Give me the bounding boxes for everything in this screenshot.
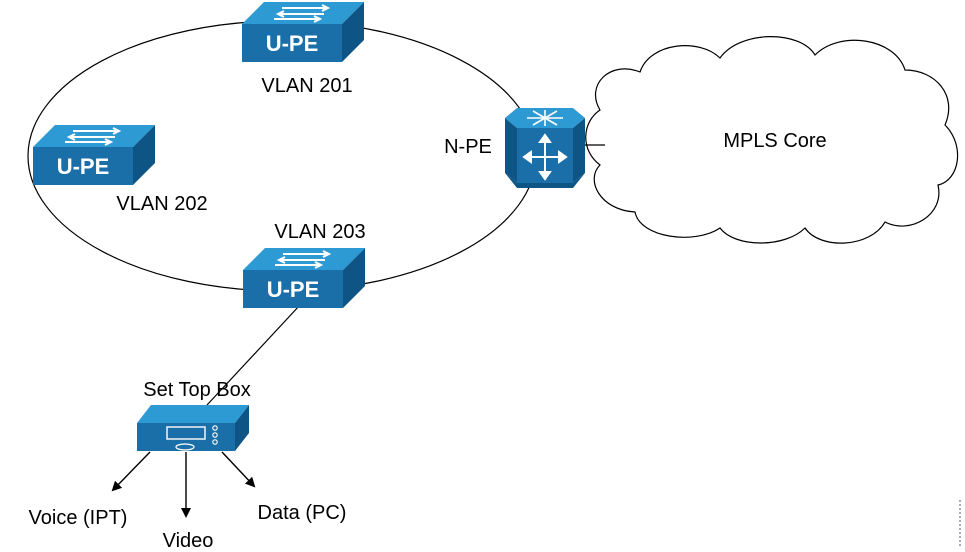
data-label: Data (PC) <box>258 502 347 524</box>
mpls-core-label: MPLS Core <box>723 130 826 152</box>
npe-label: N-PE <box>444 136 492 158</box>
vlan-201-label: VLAN 201 <box>261 75 352 97</box>
mpls-core-cloud: MPLS Core <box>585 36 959 244</box>
vlan-202-label: VLAN 202 <box>116 193 207 215</box>
upe-bottom-switch: U-PE <box>242 247 366 309</box>
video-label: Video <box>163 530 214 552</box>
voice-label: Voice (IPT) <box>29 507 128 529</box>
data-arrow <box>221 451 256 488</box>
set-top-box-icon <box>137 405 249 451</box>
upe-top-label: U-PE <box>266 31 319 56</box>
upe-left-switch: U-PE <box>32 124 156 186</box>
vlan-203-label: VLAN 203 <box>274 221 365 243</box>
stb-link <box>206 304 301 406</box>
set-top-box <box>137 405 249 451</box>
multilayer-switch-icon <box>505 108 585 188</box>
upe-bottom-label: U-PE <box>267 277 320 302</box>
upe-top-switch: U-PE <box>241 1 365 63</box>
npe-router <box>505 108 585 188</box>
upe-left-label: U-PE <box>57 154 110 179</box>
stb-label: Set Top Box <box>143 379 250 401</box>
voice-arrow <box>111 451 151 492</box>
